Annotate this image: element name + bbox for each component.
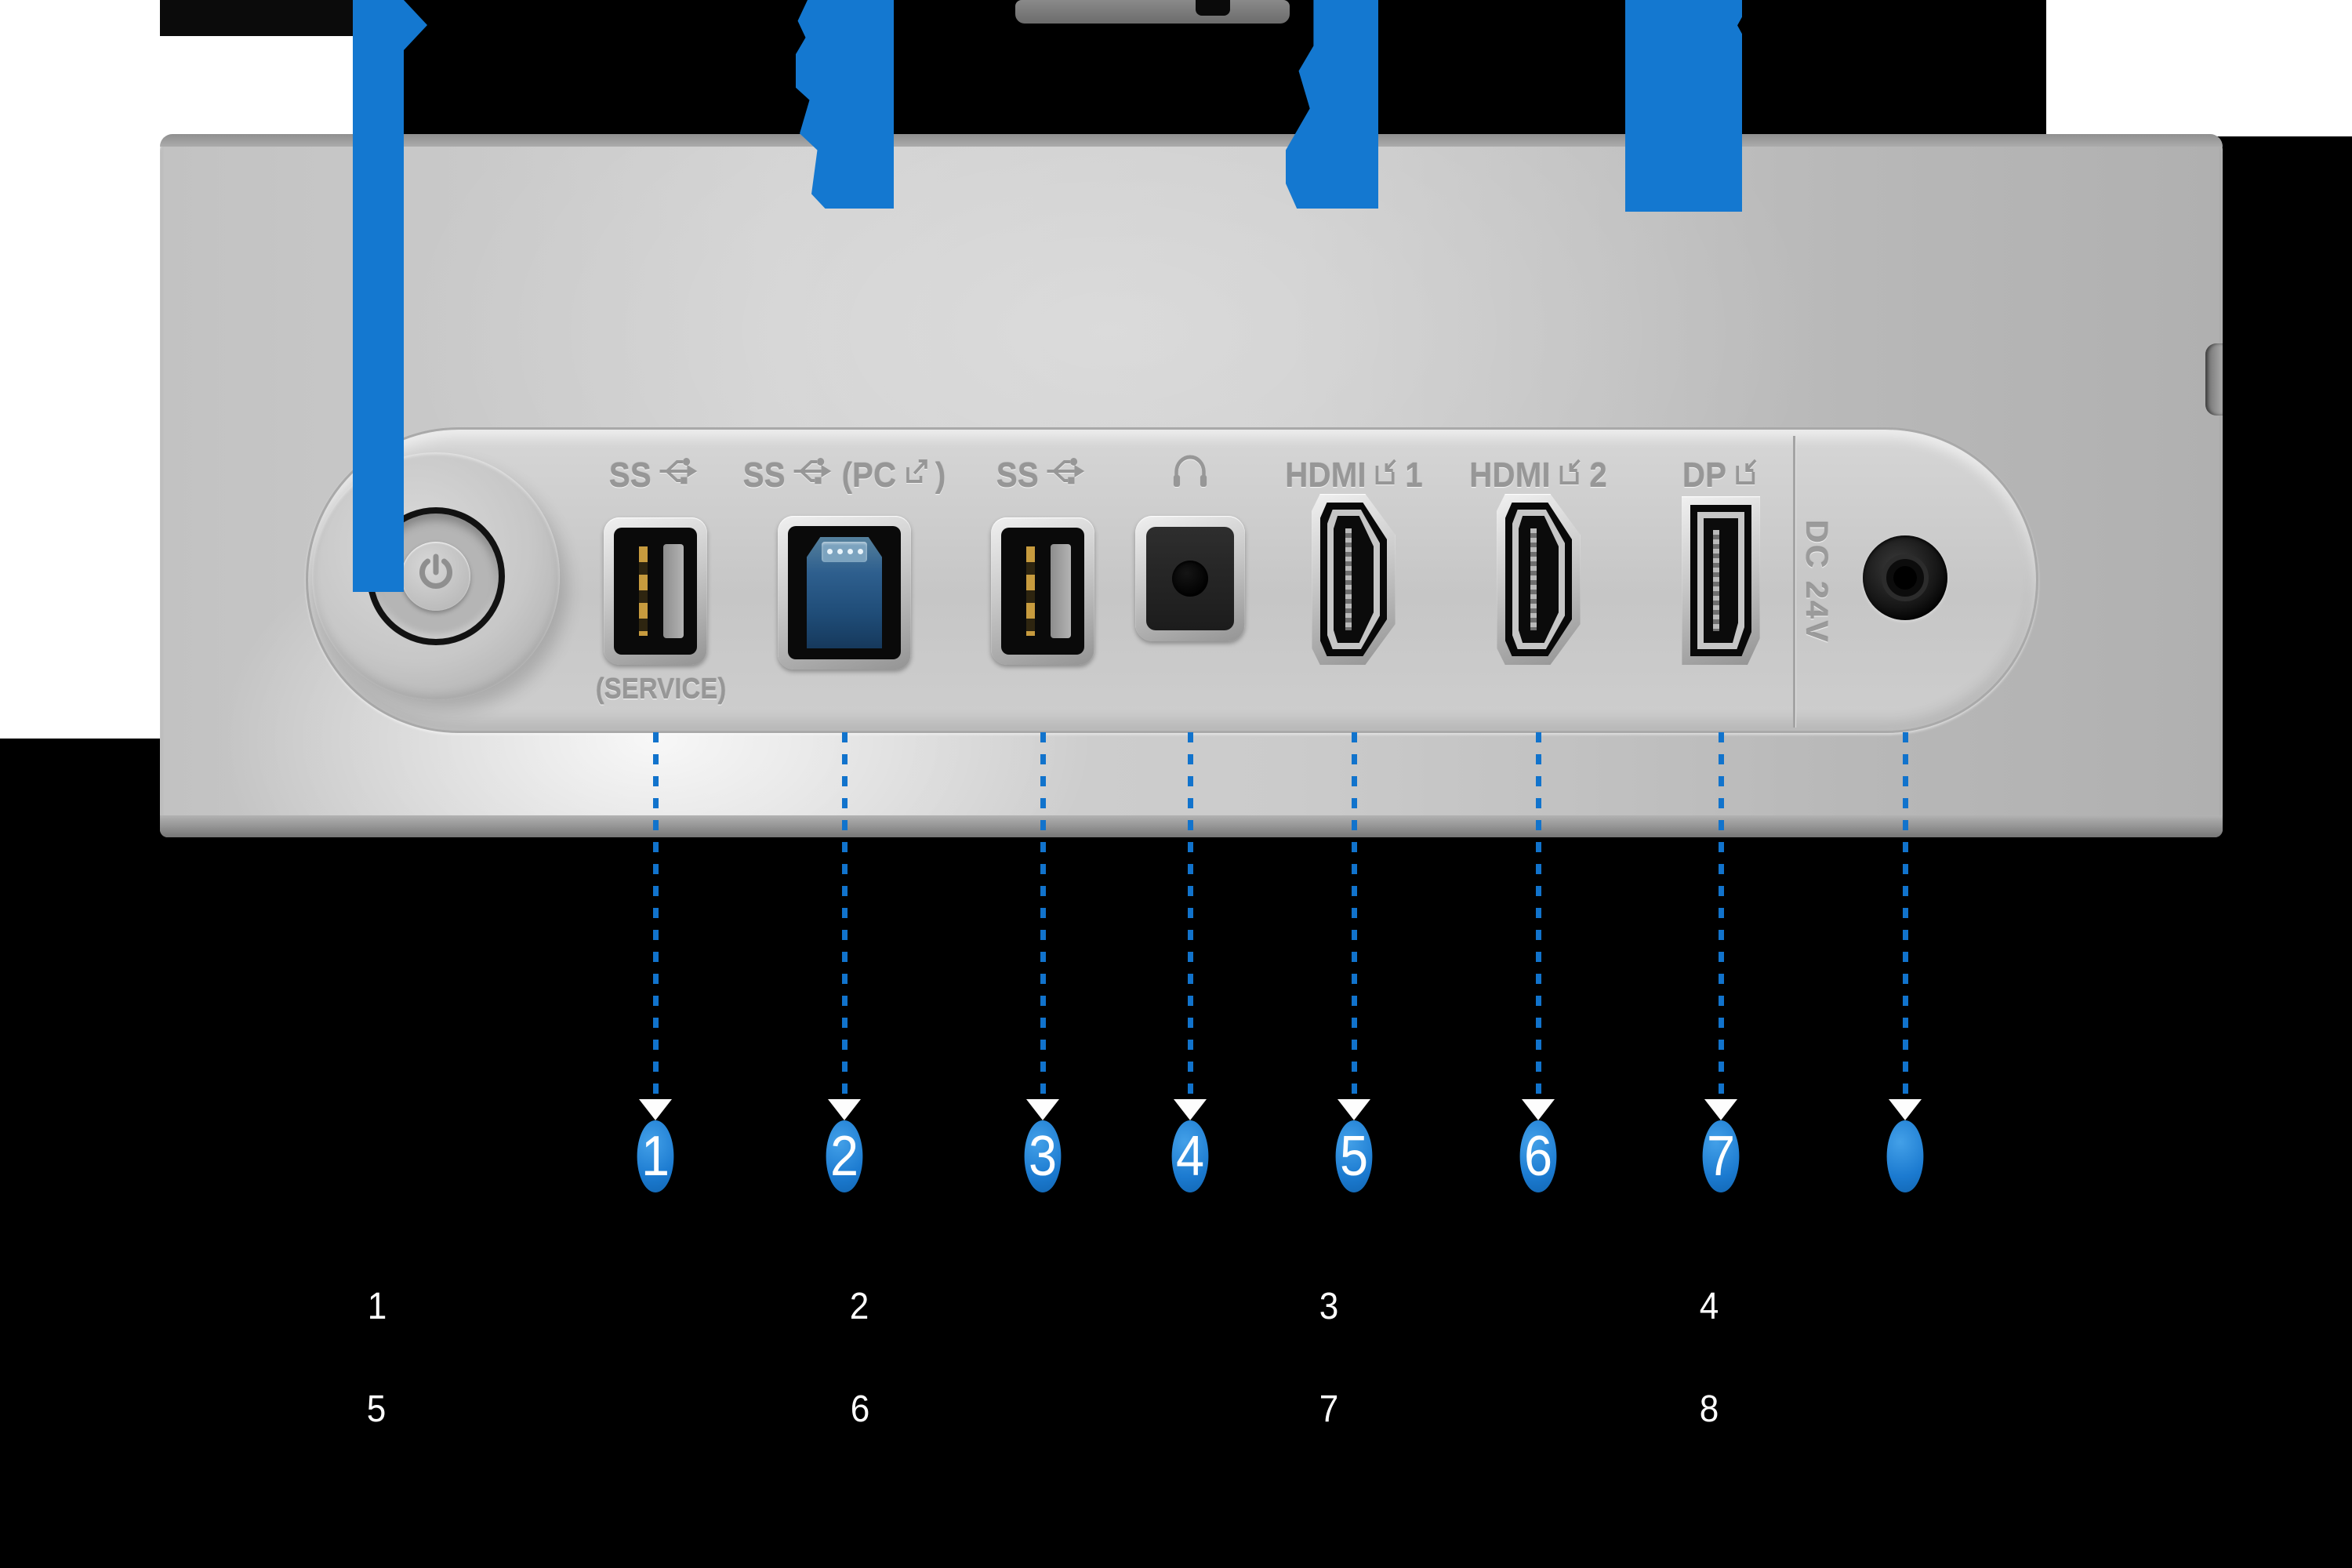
usb-cavity xyxy=(1001,528,1084,655)
legend-number-4: 4 xyxy=(1699,1286,1719,1327)
superspeed-usb-icon xyxy=(791,453,836,498)
callout-funnel xyxy=(1522,1099,1555,1120)
usb-b-plug xyxy=(807,537,882,648)
under-slab-shadow xyxy=(160,0,364,36)
power-button xyxy=(401,542,470,611)
usb-cavity xyxy=(614,528,697,655)
callout-bubble-6: 6 xyxy=(1519,1120,1557,1192)
callout-line-2 xyxy=(842,732,848,1121)
hdmi-1-port xyxy=(1312,494,1396,665)
dc-jack-hole xyxy=(1893,566,1917,590)
usb-b-cavity xyxy=(788,526,901,659)
callout-bubble-8 xyxy=(1886,1120,1924,1192)
usb-b-pins xyxy=(822,542,867,562)
hdmi-number: 1 xyxy=(1405,456,1423,495)
superspeed-usb-icon xyxy=(1044,453,1089,498)
legend-number-3: 3 xyxy=(1319,1286,1339,1327)
service-sublabel: (SERVICE) xyxy=(553,673,769,706)
legend-number-1: 1 xyxy=(367,1286,387,1327)
callout-bubble-3: 3 xyxy=(1024,1120,1062,1192)
legend-number-5: 5 xyxy=(366,1388,387,1430)
ss-usb-text: SS xyxy=(608,456,652,495)
hdmi-number: 2 xyxy=(1589,456,1607,495)
callout-line-4 xyxy=(1188,732,1193,1121)
callout-bubble-4: 4 xyxy=(1171,1120,1209,1192)
port-label-usb-service: SS xyxy=(597,453,713,498)
input-select-icon xyxy=(1556,456,1584,495)
ss-usb-text: SS xyxy=(742,456,786,495)
hdmi-2-port xyxy=(1497,494,1581,665)
callout-funnel xyxy=(1174,1099,1207,1120)
legend-chip-col1 xyxy=(353,0,404,592)
underside-tab xyxy=(1196,0,1230,16)
callout-funnel xyxy=(1338,1099,1370,1120)
port-label-usb-pc: SS (PC ) xyxy=(743,453,946,498)
hdmi-slot xyxy=(1334,516,1374,643)
headphone-icon xyxy=(1170,452,1210,501)
callout-funnel xyxy=(828,1099,861,1120)
callout-line-1 xyxy=(653,732,659,1121)
usb-tongue xyxy=(1051,544,1072,638)
power-icon xyxy=(415,552,457,601)
hdmi-slot xyxy=(1519,516,1559,643)
legend-number-2: 2 xyxy=(849,1286,869,1327)
callout-funnel xyxy=(1704,1099,1737,1120)
callout-bubble-1: 1 xyxy=(637,1120,674,1192)
callout-line-8 xyxy=(1903,732,1908,1121)
hdmi-tongue xyxy=(1530,528,1537,631)
usb-gold-pins xyxy=(1025,546,1035,636)
usb-a-service-port xyxy=(604,517,707,665)
usb-a-port xyxy=(991,517,1094,665)
callout-funnel xyxy=(1026,1099,1059,1120)
dp-slot xyxy=(1704,518,1738,643)
callout-bubble-5: 5 xyxy=(1335,1120,1373,1192)
port-label-hdmi1: HDMI 1 xyxy=(1272,456,1436,495)
dc-power-jack xyxy=(1863,535,1947,620)
cable-notch xyxy=(2205,343,2223,416)
callout-line-3 xyxy=(1040,732,1046,1121)
usb-gold-pins xyxy=(638,546,648,636)
superspeed-usb-icon xyxy=(657,453,702,498)
port-label-headphone xyxy=(1168,452,1211,501)
port-label-dp: DP xyxy=(1663,456,1778,495)
jack-face xyxy=(1146,527,1234,630)
input-select-icon xyxy=(1372,456,1399,495)
dp-tongue xyxy=(1713,530,1719,631)
callout-line-7 xyxy=(1719,732,1724,1121)
pc-label-suffix: ) xyxy=(935,456,946,495)
jack-hole xyxy=(1172,561,1208,597)
underside-channel xyxy=(1015,0,1290,24)
callout-funnel xyxy=(1889,1099,1922,1120)
legend-chip-col4 xyxy=(1625,0,1742,212)
pc-output-icon xyxy=(902,456,930,495)
callout-line-6 xyxy=(1536,732,1541,1121)
dp-text: DP xyxy=(1682,456,1726,495)
legend-number-6: 6 xyxy=(850,1388,870,1430)
callout-bubble-7: 7 xyxy=(1702,1120,1740,1192)
port-label-hdmi2: HDMI 2 xyxy=(1456,456,1621,495)
dc-section-divider xyxy=(1793,436,1795,728)
legend-number-8: 8 xyxy=(1699,1388,1719,1430)
legend-number-7: 7 xyxy=(1319,1388,1339,1430)
callout-bubble-2: 2 xyxy=(826,1120,863,1192)
input-select-icon xyxy=(1732,456,1759,495)
pc-label-prefix: (PC xyxy=(841,456,897,495)
callout-funnel xyxy=(639,1099,672,1120)
port-label-usb: SS xyxy=(985,453,1100,498)
hdmi-text: HDMI xyxy=(1469,456,1551,495)
hdmi-text: HDMI xyxy=(1285,456,1367,495)
displayport-port xyxy=(1682,496,1760,665)
dc-24v-label: DC 24V xyxy=(1799,521,1834,645)
headphone-port xyxy=(1135,516,1245,641)
slab-top-edge xyxy=(160,134,2223,147)
usb-tongue xyxy=(663,544,684,638)
legend-chip-arrow xyxy=(404,0,427,50)
usb-b-pc-port xyxy=(778,516,911,670)
hdmi-tongue xyxy=(1345,528,1352,631)
service-text: (SERVICE) xyxy=(595,673,727,705)
callout-line-5 xyxy=(1352,732,1357,1121)
ss-usb-text: SS xyxy=(996,456,1039,495)
